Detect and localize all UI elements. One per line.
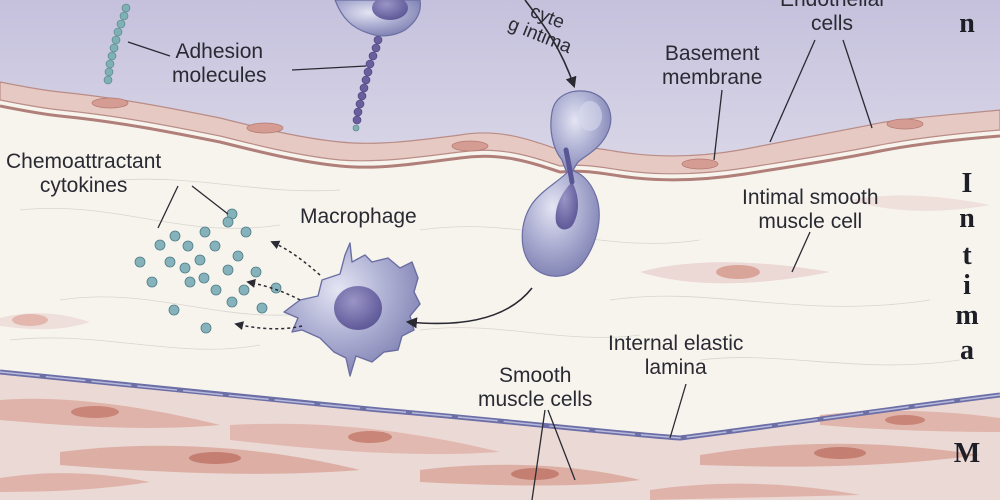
side-label-intima-i2: i [963,270,971,301]
cytokine-secretion-arrows [234,240,321,331]
label-endothelial-line1: Endothelial [780,0,884,12]
label-endothelial-cells: Endothelial cells [780,0,884,36]
vessel-lumen [0,0,1000,156]
label-chemo-line1: Chemoattractant [6,150,162,173]
cytokine-particles [134,208,282,334]
side-label-media: M [953,438,981,469]
adhesion-molecule-chain-right [352,35,383,125]
media-smooth-muscle-cells [0,398,1000,500]
label-leader-lines [127,39,873,500]
label-basement-line2: membrane [662,66,763,89]
label-smooth-muscle-cells: Smooth muscle cells [478,364,592,412]
side-label-intima-i: I [961,168,973,199]
side-label-intima-m: m [955,300,979,331]
migration-arrows [405,0,577,329]
side-label-lumen: n [959,8,975,39]
transmigrating-monocyte [521,90,612,277]
endothelial-layer [0,81,1000,175]
side-label-intima-t: t [962,240,972,271]
lumen-monocyte [334,0,421,37]
label-adhesion-line2: molecules [172,64,267,87]
label-intimal-smc-line1: Intimal smooth [742,186,879,209]
label-adhesion-molecules: Adhesion molecules [172,40,267,88]
label-endothelial-line2: cells [810,12,853,35]
basement-membrane [0,104,1000,182]
adhesion-molecule-chain-left [103,3,131,85]
label-smc-line1: Smooth [499,364,572,387]
label-smc-line2: muscle cells [478,388,593,411]
label-macrophage: Macrophage [300,205,417,228]
label-iel-line1: Internal elastic [608,332,744,355]
side-label-intima-n: n [959,203,975,234]
label-internal-elastic-lamina: Internal elastic lamina [608,332,743,380]
macrophage-cell [283,242,421,377]
label-intimal-smc-line2: muscle cell [758,210,863,233]
label-basement-membrane: Basement membrane [662,42,762,90]
endothelial-nuclei [91,97,924,170]
intimal-smooth-muscle-cells [0,195,990,330]
label-intimal-smooth-muscle-cell: Intimal smooth muscle cell [742,186,879,234]
label-iel-line2: lamina [644,356,707,379]
label-adhesion-line1: Adhesion [175,40,264,63]
label-basement-line1: Basement [664,42,760,65]
internal-elastic-lamina-highlight [0,371,1000,439]
side-label-intima-a: a [960,335,974,366]
label-chemo-line2: cytokines [39,174,128,197]
adhesion-molecule-chain-tail [352,124,360,132]
label-chemoattractant-cytokines: Chemoattractant cytokines [6,150,161,198]
